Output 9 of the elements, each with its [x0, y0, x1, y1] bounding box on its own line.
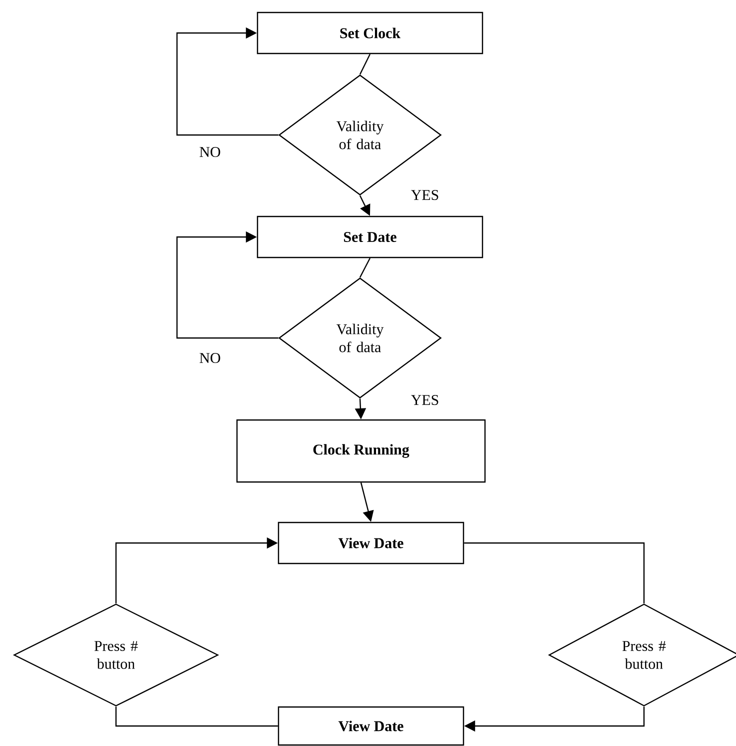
process-box: View Date	[278, 522, 464, 564]
arrow	[176, 27, 278, 136]
edge-label: NO	[198, 146, 222, 158]
edge-label: NO	[198, 352, 222, 364]
arrow	[176, 231, 278, 339]
process-box: Set Date	[256, 216, 484, 258]
process-box: Clock Running	[236, 419, 486, 483]
process-box: Set Clock	[256, 12, 484, 54]
process-box: View Date	[278, 706, 464, 746]
